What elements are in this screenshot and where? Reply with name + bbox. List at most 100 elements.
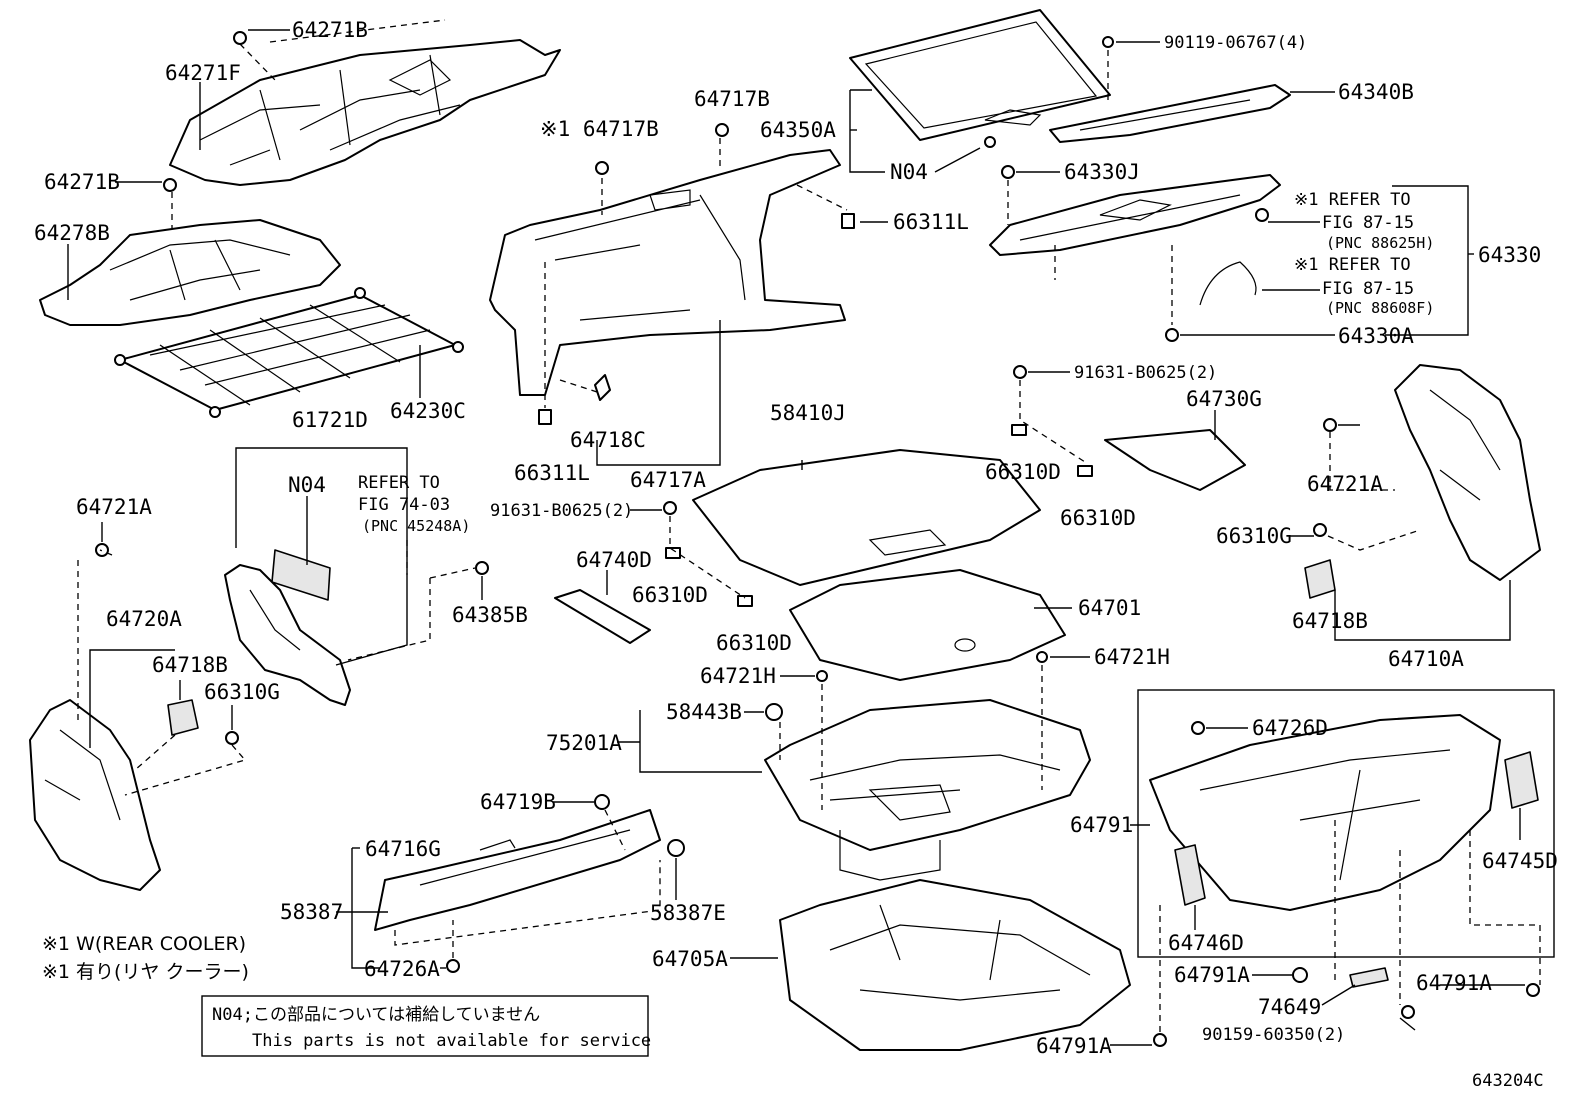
part-64710A-shape [1394, 364, 1541, 581]
label-64716G: 64716G [365, 837, 441, 861]
part-64746D-shape [1174, 844, 1206, 906]
part-64701-shape [789, 569, 1066, 681]
part-64271F-shape [169, 39, 561, 186]
label-64718B-right: 64718B [1292, 609, 1368, 633]
label-64350A: 64350A [760, 118, 836, 142]
label-64340B: 64340B [1338, 80, 1414, 104]
part-58410J-shape [692, 449, 1041, 586]
part-75201A-shape [764, 699, 1091, 881]
label-64717B-left: ※1 64717B [540, 117, 659, 141]
part-N04-net-shape [271, 549, 331, 601]
label-64271B-top: 64271B [292, 18, 368, 42]
label-64740D: 64740D [576, 548, 652, 572]
label-90159: 90159-60350(2) [1202, 1025, 1345, 1045]
part-labels: 64271B 64271F 64271B 64278B 64230C ※1 64… [34, 18, 1558, 1058]
label-64791A-b: 64791A [1416, 971, 1492, 995]
part-64745D-shape [1504, 751, 1539, 809]
part-64730G-shape [1104, 429, 1246, 491]
label-64271F: 64271F [165, 61, 241, 85]
part-64718B-right-shape [1304, 559, 1336, 599]
note-rear-cooler-jp: ※1 有り(リヤ クーラー) [42, 961, 249, 983]
part-64740D-shape [554, 589, 651, 644]
label-61721D: 61721D [292, 408, 368, 432]
label-66310G-left: 66310G [204, 680, 280, 704]
note-n04-en: This parts is not available for service [252, 1031, 651, 1051]
label-64721H-right: 64721H [1094, 645, 1170, 669]
label-90119: 90119-06767(4) [1164, 33, 1307, 53]
leader-lines [67, 19, 1555, 1046]
label-58387E: 58387E [650, 901, 726, 925]
label-64271B-mid: 64271B [44, 170, 120, 194]
label-64718C: 64718C [570, 428, 646, 452]
label-64746D: 64746D [1168, 931, 1244, 955]
label-64701: 64701 [1078, 596, 1141, 620]
fastener-clips [95, 31, 1540, 1047]
label-ref3-line2: FIG 74-03 [358, 495, 450, 515]
label-64719B: 64719B [480, 790, 556, 814]
label-64718B-left: 64718B [152, 653, 228, 677]
part-64720A-shape [29, 699, 161, 891]
part-64230C-shape [114, 287, 464, 418]
part-64718B-left-shape [167, 699, 199, 736]
part-64705A-shape [779, 879, 1131, 1051]
label-58387: 58387 [280, 900, 343, 924]
label-ref2-line3: (PNC 88608F) [1326, 299, 1434, 317]
label-66310D-a: 66310D [985, 460, 1061, 484]
part-harness-shape [1199, 261, 1257, 306]
label-N04-top: N04 [890, 160, 928, 184]
label-64721A-right: 64721A [1307, 472, 1383, 496]
note-n04-box [201, 995, 649, 1057]
label-64721A-left: 64721A [76, 495, 152, 519]
label-74649: 74649 [1258, 995, 1321, 1019]
part-61721D-shape [224, 564, 351, 706]
label-ref3-line3: (PNC 45248A) [362, 517, 470, 535]
label-64330A: 64330A [1338, 324, 1414, 348]
label-66311L-right: 66311L [893, 210, 969, 234]
label-64330: 64330 [1478, 243, 1541, 267]
label-58443B: 58443B [666, 700, 742, 724]
label-ref2-line1: ※1 REFER TO [1294, 255, 1411, 275]
label-64278B: 64278B [34, 221, 110, 245]
label-58410J: 58410J [770, 401, 846, 425]
label-66310D-d: 66310D [716, 631, 792, 655]
part-64340B-shape [1049, 84, 1291, 143]
label-64717B-right: 64717B [694, 87, 770, 111]
label-64791: 64791 [1070, 813, 1133, 837]
part-64278B-shape [39, 219, 341, 326]
part-64350A-shape [849, 9, 1111, 141]
label-64230C: 64230C [390, 399, 466, 423]
box-64791 [1137, 689, 1555, 958]
figure-code: 643204C [1472, 1071, 1544, 1091]
label-66310D-b: 66310D [1060, 506, 1136, 530]
part-74649-shape [1349, 967, 1389, 988]
part-64791-shape [1149, 714, 1501, 911]
label-64726D: 64726D [1252, 716, 1328, 740]
label-64745D: 64745D [1482, 849, 1558, 873]
label-ref1-line2: FIG 87-15 [1322, 213, 1414, 233]
label-64730G: 64730G [1186, 387, 1262, 411]
label-64726A: 64726A [364, 957, 440, 981]
label-64791A-a: 64791A [1174, 963, 1250, 987]
label-64721H-left: 64721H [700, 664, 776, 688]
label-75201A: 75201A [546, 731, 622, 755]
label-91631-top: 91631-B0625(2) [1074, 363, 1217, 383]
label-N04-mid: N04 [288, 473, 326, 497]
note-n04-jp: N04;この部品については補給していません [212, 1005, 540, 1025]
part-64330-shape [989, 174, 1281, 256]
part-64717A-shape [489, 149, 846, 396]
label-ref1-line3: (PNC 88625H) [1326, 234, 1434, 252]
label-64705A: 64705A [652, 947, 728, 971]
label-ref1-line1: ※1 REFER TO [1294, 190, 1411, 210]
label-64330J: 64330J [1064, 160, 1140, 184]
label-64720A: 64720A [106, 607, 182, 631]
label-91631-mid: 91631-B0625(2) [490, 501, 633, 521]
label-66311L-bottom: 66311L [514, 461, 590, 485]
label-ref3-line1: REFER TO [358, 473, 440, 493]
label-64385B: 64385B [452, 603, 528, 627]
legend-notes: ※1 W(REAR COOLER) ※1 有り(リヤ クーラー) N04;この部… [42, 933, 1544, 1091]
part-58387-shape [374, 809, 661, 931]
label-64717A: 64717A [630, 468, 706, 492]
label-66310D-c: 66310D [632, 583, 708, 607]
label-ref2-line2: FIG 87-15 [1322, 279, 1414, 299]
